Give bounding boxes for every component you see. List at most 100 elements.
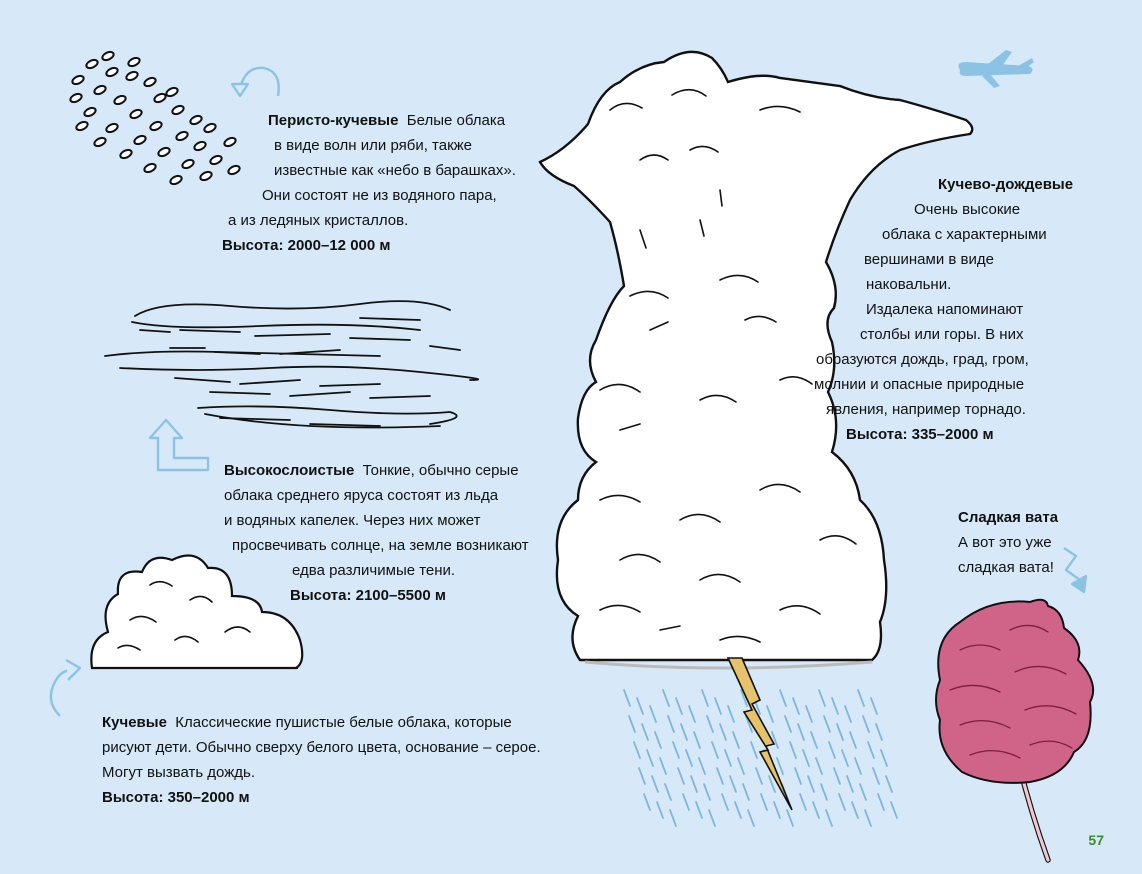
cumulonimbus-height: Высота: 335–2000 м <box>846 426 994 443</box>
rain-streak <box>690 775 698 793</box>
cloud-puff <box>157 146 171 158</box>
rain-streak <box>737 757 745 775</box>
rain-streak <box>693 731 701 749</box>
rain-streak <box>833 767 841 785</box>
rain-streak <box>672 741 680 759</box>
cloud-puff <box>129 108 143 120</box>
cloud-puff <box>223 136 237 148</box>
rain-streak <box>864 809 872 827</box>
cumulonimbus-description: Кучево-дождевые Очень высокие облака с х… <box>814 172 1073 447</box>
cloud-puff <box>199 170 213 182</box>
rain-streak <box>823 715 831 733</box>
cloud-puff <box>85 58 99 70</box>
rain-streak <box>851 801 859 819</box>
cloud-puff <box>175 130 189 142</box>
cirrocumulus-description: Перисто-кучевые Белые облака в виде волн… <box>222 108 516 258</box>
rain-streak <box>701 689 709 707</box>
rain-streak <box>805 705 813 723</box>
rain-streak <box>664 783 672 801</box>
cirrocumulus-line: а из ледяных кристаллов. <box>228 212 409 229</box>
cumulonimbus-line: молнии и опасные природные <box>814 376 1025 393</box>
rain-streak <box>669 809 677 827</box>
rain-streak <box>633 741 641 759</box>
rain-streak <box>885 775 893 793</box>
rain-streak <box>859 783 867 801</box>
rain-streak <box>815 757 823 775</box>
rain-streak <box>714 697 722 715</box>
rain-streak <box>724 749 732 767</box>
curved-arrow-icon <box>49 658 82 717</box>
rain-streak <box>659 757 667 775</box>
rain-streak <box>745 715 753 733</box>
altostratus-title: Высокослоистые <box>224 462 355 479</box>
cirrocumulus-line: Они состоят не из водяного пара, <box>262 187 497 204</box>
rain-streak <box>695 801 703 819</box>
altostratus-cloud <box>104 300 479 429</box>
rain-streak <box>838 793 846 811</box>
cirrocumulus-lead: Белые облака <box>406 112 506 129</box>
cloud-puff <box>143 162 157 174</box>
rain-streak <box>799 793 807 811</box>
cloud-puff <box>203 122 217 134</box>
rain-streak <box>706 715 714 733</box>
rain-streak <box>836 723 844 741</box>
rain-streak <box>708 809 716 827</box>
altostratus-height: Высота: 2100–5500 м <box>290 587 446 604</box>
cumulonimbus-line: Очень высокие <box>914 201 1021 218</box>
altostratus-line: просвечивать солнце, на земле возникают <box>232 537 529 554</box>
rain-streak <box>802 749 810 767</box>
cloud-puff <box>169 174 183 186</box>
altostratus-line: едва различимые тени. <box>292 562 456 579</box>
rain-streak <box>812 801 820 819</box>
cotton-candy-line: А вот это уже <box>958 534 1052 551</box>
cotton-candy-line: сладкая вата! <box>958 559 1054 576</box>
rain-streak <box>828 741 836 759</box>
rain-streak <box>711 741 719 759</box>
rain-streak <box>849 731 857 749</box>
rain-streak <box>818 689 826 707</box>
cumulonimbus-line: Издалека напоминают <box>866 301 1024 318</box>
airplane-icon <box>958 50 1034 88</box>
rain-streak <box>755 767 763 785</box>
rain-streak <box>786 809 794 827</box>
cumulus-height: Высота: 350–2000 м <box>102 789 250 806</box>
cumulonimbus-title: Кучево-дождевые <box>938 176 1074 193</box>
cloud-puff <box>125 70 139 82</box>
cloud-puff <box>71 74 85 86</box>
rain-streak <box>797 723 805 741</box>
rain-streak <box>651 775 659 793</box>
rain-streak <box>794 767 802 785</box>
cloud-puff <box>105 122 119 134</box>
cirrocumulus-title: Перисто-кучевые <box>268 112 399 129</box>
curved-arrow-icon <box>230 66 280 98</box>
rain-streak <box>732 731 740 749</box>
cloud-puff <box>93 84 107 96</box>
zigzag-arrow-icon <box>1063 547 1088 594</box>
rain-streak <box>662 689 670 707</box>
rain-streak <box>721 793 729 811</box>
rain-streak <box>638 767 646 785</box>
rain-streak <box>680 723 688 741</box>
rain-streak <box>789 741 797 759</box>
rain-streak <box>649 705 657 723</box>
rain-streak <box>750 741 758 759</box>
cotton-candy-description: Сладкая вата А вот это уже сладкая вата! <box>958 505 1058 580</box>
rain-streak <box>734 801 742 819</box>
rain-streak <box>831 697 839 715</box>
rain-streak <box>771 731 779 749</box>
rain-streak <box>716 767 724 785</box>
rain-streak <box>641 723 649 741</box>
rain-streak <box>675 697 683 715</box>
lightning-bolt-icon <box>726 657 793 811</box>
rain-streak <box>776 757 784 775</box>
cloud-puff <box>133 134 147 146</box>
rain-streak <box>643 793 651 811</box>
cloud-puff <box>127 56 141 68</box>
rain-streak <box>810 731 818 749</box>
cloud-puff <box>189 114 203 126</box>
cloud-puff <box>165 86 179 98</box>
cirrocumulus-height: Высота: 2000–12 000 м <box>222 237 391 254</box>
cumulus-title: Кучевые <box>102 714 167 731</box>
rain <box>623 689 898 827</box>
page-number: 57 <box>1088 832 1104 848</box>
